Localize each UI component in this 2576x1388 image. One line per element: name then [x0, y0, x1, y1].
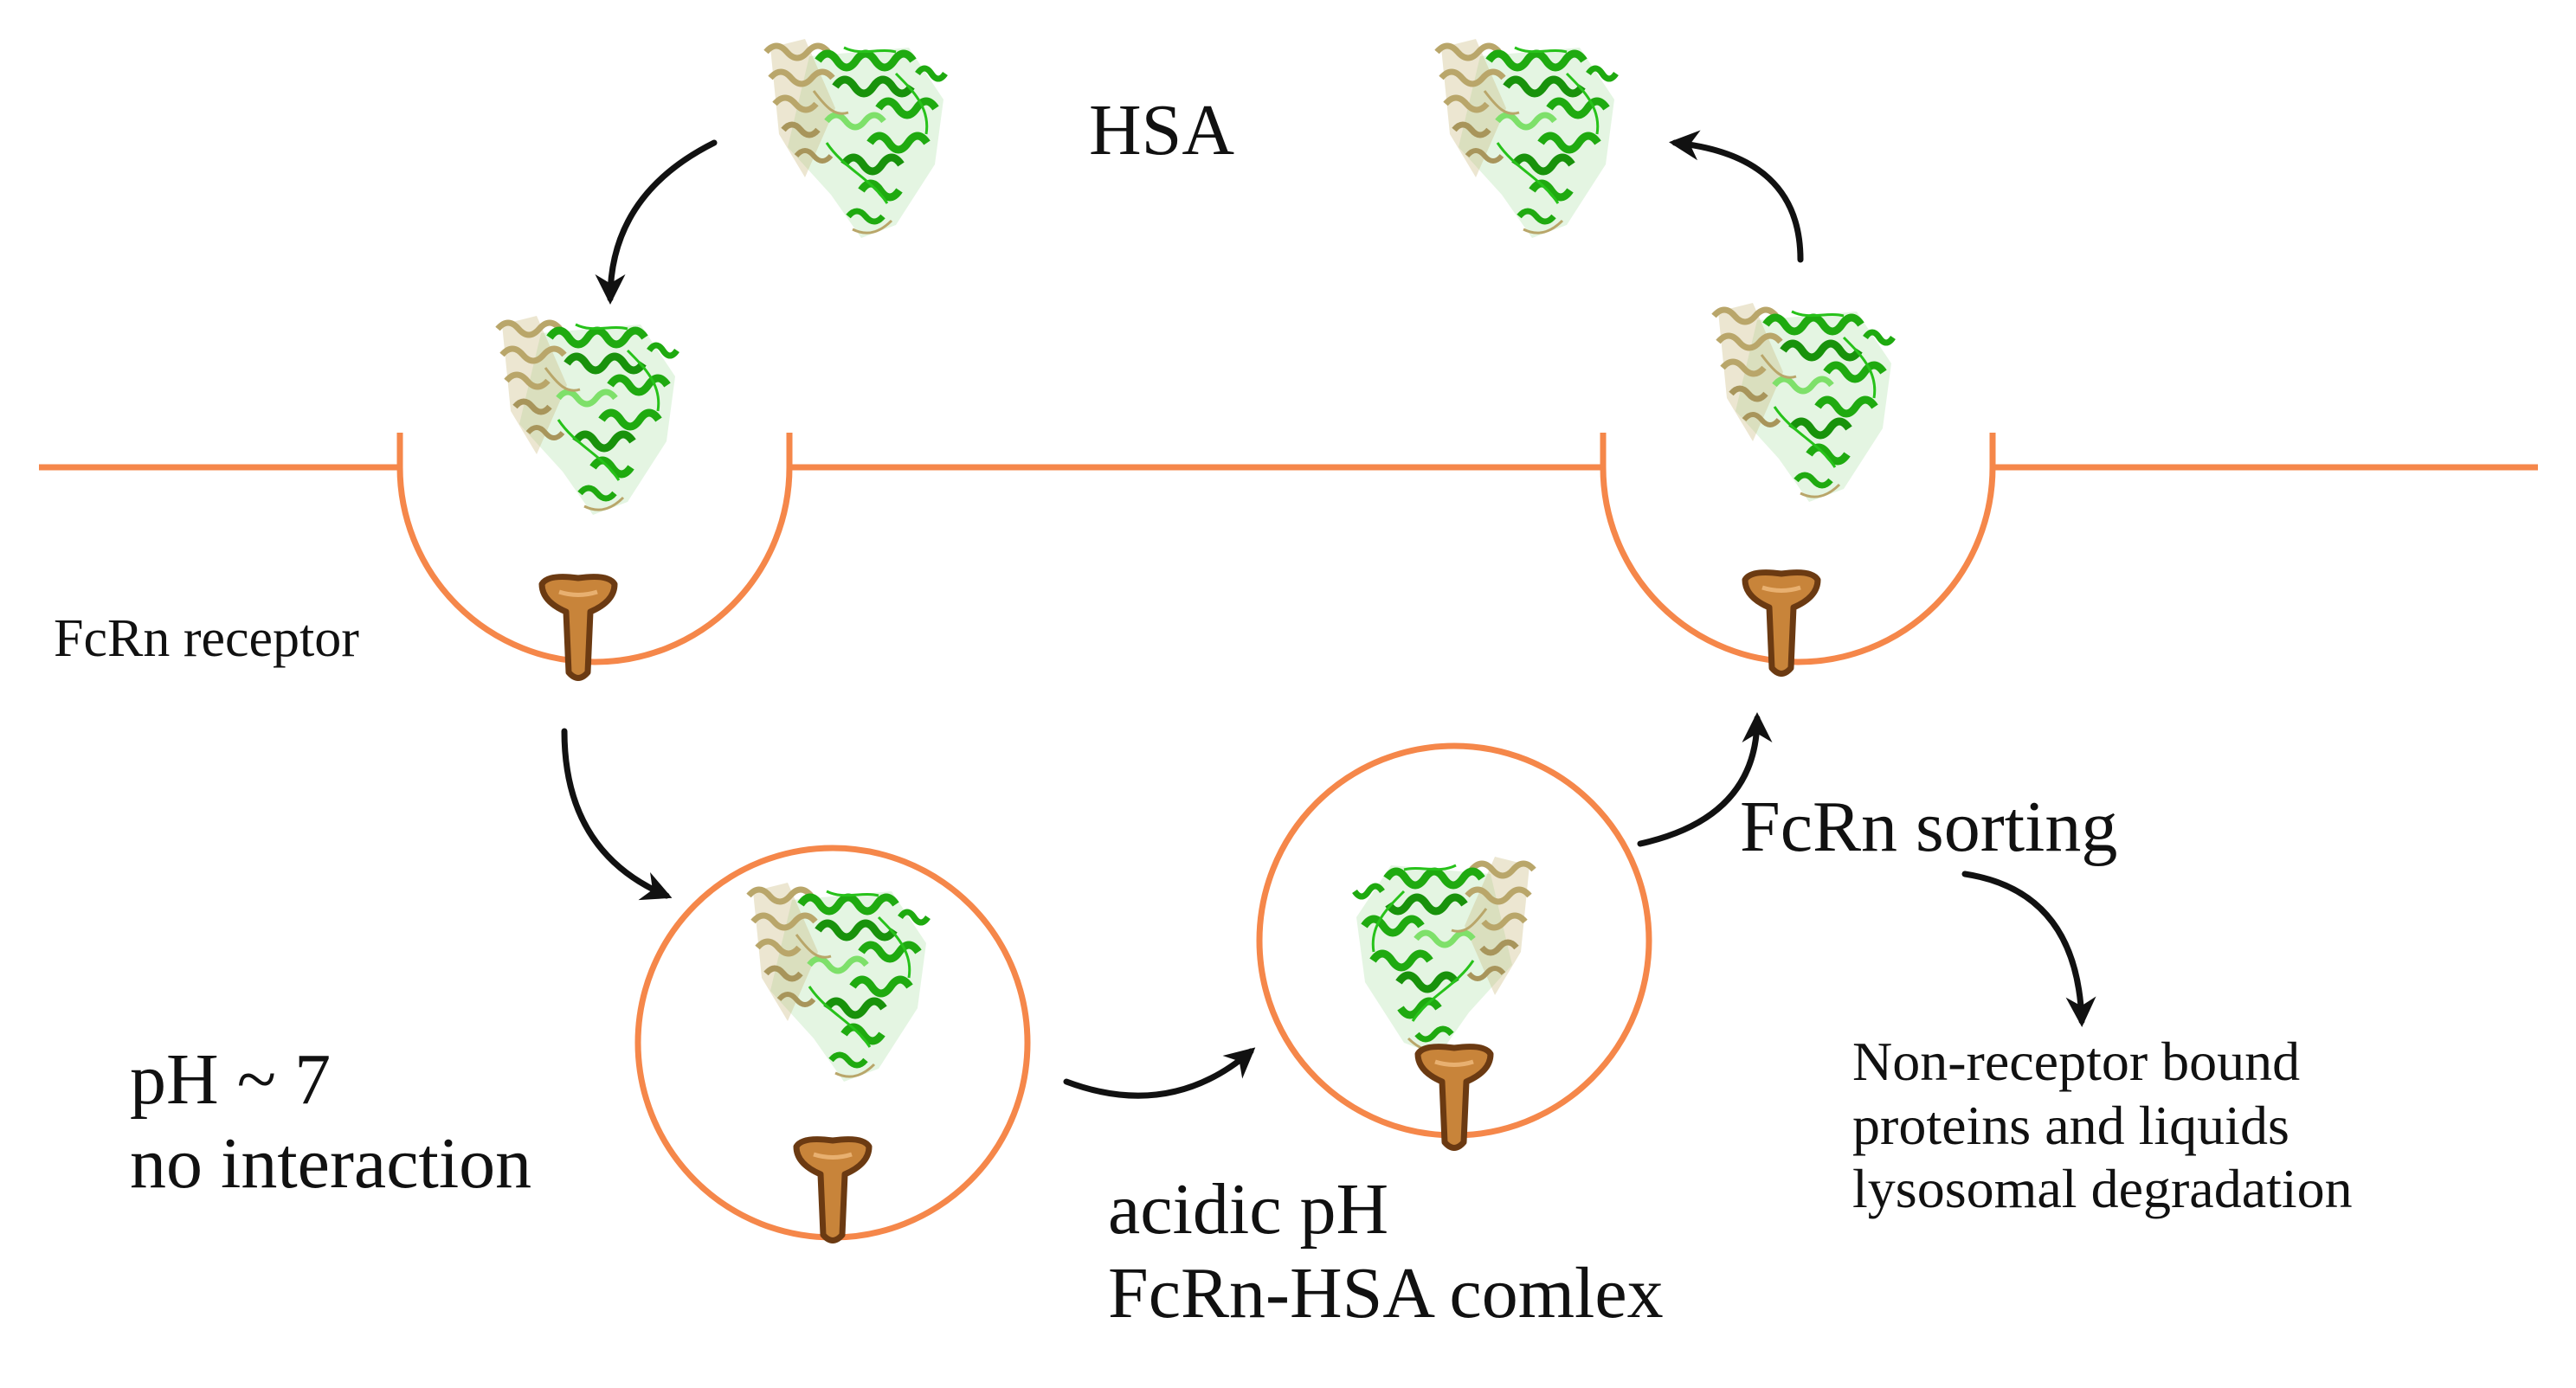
hsa-protein-icon — [1355, 857, 1534, 1056]
fcrn-sorting-label: FcRn sorting — [1740, 787, 2118, 867]
hsa-protein-icon — [498, 316, 677, 515]
acidic-ph-line1: acidic pH — [1108, 1169, 1389, 1250]
hsa-protein-icon — [766, 39, 945, 238]
arrow-acidification — [1063, 1047, 1256, 1099]
arrow-binding — [595, 139, 718, 305]
degradation-line3: lysosomal degradation — [1852, 1158, 2353, 1220]
arrow-release — [1669, 130, 1804, 263]
neutral-ph-line1: pH ~ 7 — [130, 1039, 332, 1120]
cell-membrane — [39, 433, 2538, 665]
acidic-ph-line2: FcRn-HSA comlex — [1108, 1252, 1664, 1333]
hsa-protein-icon — [1437, 39, 1616, 238]
arrow-degradation — [1961, 871, 2096, 1027]
degradation-line2: proteins and liquids — [1852, 1094, 2289, 1156]
neutral-ph-line2: no interaction — [130, 1122, 532, 1204]
hsa-protein-icon — [749, 883, 928, 1082]
arrow-recycling — [1637, 712, 1773, 847]
acidic-ph-label: acidic pH FcRn-HSA comlex — [1108, 1168, 1664, 1335]
neutral-ph-label: pH ~ 7 no interaction — [130, 1038, 531, 1205]
arrow-endocytosis — [561, 728, 673, 901]
degradation-label: Non-receptor bound proteins and liquids … — [1852, 1030, 2353, 1221]
hsa-protein-icon — [1714, 303, 1893, 502]
fcrn-receptor-icon — [796, 1140, 869, 1241]
fcrn-receptor-label: FcRn receptor — [54, 609, 359, 668]
hsa-label: HSA — [1089, 90, 1235, 170]
degradation-line1: Non-receptor bound — [1852, 1031, 2301, 1092]
